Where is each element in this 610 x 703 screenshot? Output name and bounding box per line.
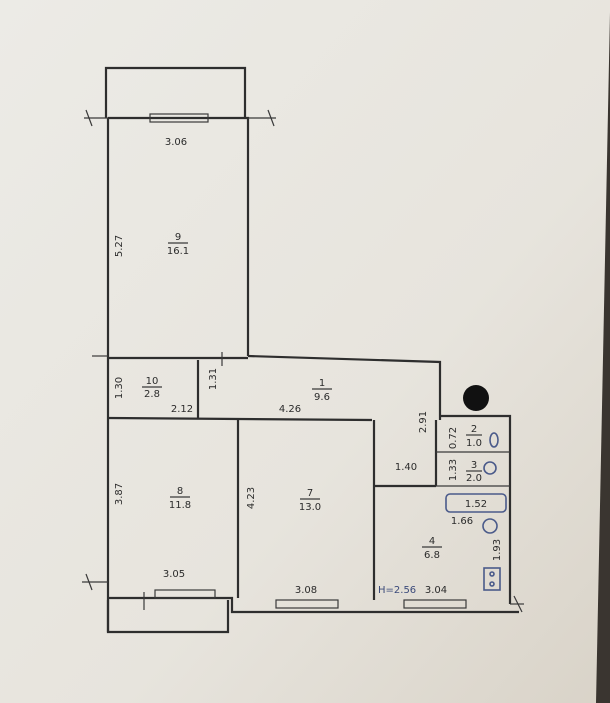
dimension-label: 3.04 <box>425 585 447 596</box>
dimension-label: 1.30 <box>114 377 125 399</box>
room-area-1: 9.6 <box>314 392 330 403</box>
dimension-label: 5.27 <box>114 235 125 257</box>
window-room-9 <box>149 113 209 123</box>
room-area-9: 16.1 <box>167 246 189 257</box>
room-labels: 9 16.1 10 2.8 1 9.6 2 1.0 3 2.0 4 6.8 7 … <box>142 232 482 561</box>
dimension-label: 1.33 <box>448 459 459 481</box>
dimension-label: 1.52 <box>465 499 487 510</box>
dimension-label: 2.12 <box>171 404 193 415</box>
dimension-labels: 3.06 5.27 1.30 1.31 2.12 4.26 2.91 0.72 … <box>114 137 503 596</box>
sink-icon <box>483 461 497 475</box>
room-number-9: 9 <box>175 232 181 243</box>
room-area-7: 13.0 <box>299 502 321 513</box>
dimension-label: 0.72 <box>448 427 459 449</box>
room-area-2: 1.0 <box>466 438 482 449</box>
room-number-7: 7 <box>307 488 313 499</box>
room-number-1: 1 <box>319 378 325 389</box>
dimension-label: 1.40 <box>395 462 417 473</box>
dimension-label: 1.93 <box>492 539 503 561</box>
dimension-label: 2.91 <box>418 411 429 433</box>
dimension-label: 3.05 <box>163 569 185 580</box>
dimension-label: 4.23 <box>246 487 257 509</box>
room-number-8: 8 <box>177 486 183 497</box>
room-area-4: 6.8 <box>424 550 440 561</box>
dimension-label: 1.66 <box>451 516 473 527</box>
stove-icon <box>483 567 501 591</box>
room-area-3: 2.0 <box>466 473 482 484</box>
window-room-4 <box>403 599 467 609</box>
dimension-ticks <box>82 109 524 613</box>
ceiling-height-label: H=2.56 <box>378 585 416 596</box>
window-room-7 <box>275 599 339 609</box>
toilet-icon <box>489 432 499 448</box>
dimension-label: 3.06 <box>165 137 187 148</box>
dimension-label: 4.26 <box>279 404 301 415</box>
marker-dot <box>463 385 489 411</box>
dimension-label: 1.31 <box>208 368 219 390</box>
room-number-10: 10 <box>146 376 159 387</box>
windows <box>149 113 467 609</box>
room-area-8: 11.8 <box>169 500 191 511</box>
dimension-label: 3.87 <box>114 483 125 505</box>
dimension-label: 3.08 <box>295 585 317 596</box>
room-area-10: 2.8 <box>144 389 160 400</box>
sink-icon <box>482 518 498 534</box>
bathroom-fixtures <box>445 432 507 591</box>
room-number-3: 3 <box>471 460 477 471</box>
room-number-2: 2 <box>471 424 477 435</box>
window-room-8 <box>154 589 216 599</box>
room-number-4: 4 <box>429 536 435 547</box>
bathtub-icon <box>445 493 507 513</box>
